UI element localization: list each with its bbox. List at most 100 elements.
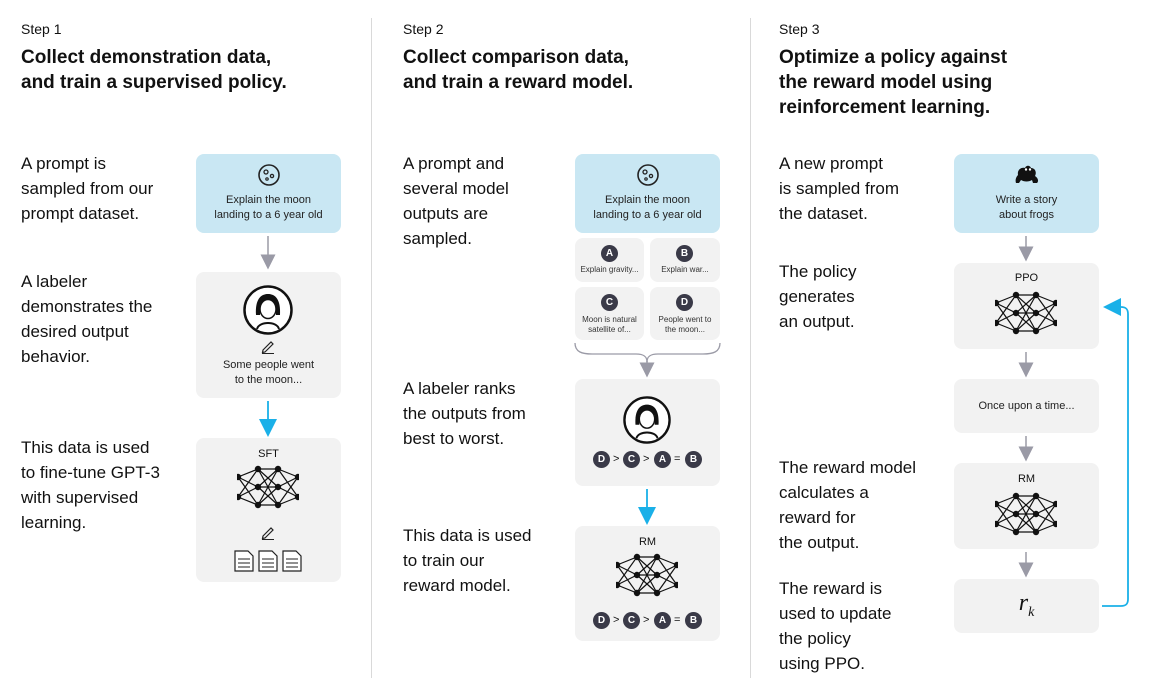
network-edge xyxy=(1035,503,1057,533)
network-edge xyxy=(616,574,638,586)
column-divider-1 xyxy=(371,18,372,678)
step3-desc-prompt: A new prompt is sampled from the dataset… xyxy=(779,154,899,223)
network-edge xyxy=(237,468,259,478)
network-edge xyxy=(995,495,1017,505)
step1-title-line2: and train a supervised policy. xyxy=(21,72,287,93)
network-edge xyxy=(636,556,658,576)
network-edge xyxy=(656,584,678,594)
network-edge xyxy=(1035,495,1057,525)
arrow-step3-reward-feedback xyxy=(1102,298,1129,607)
network-node xyxy=(274,465,282,473)
frog-icon xyxy=(1015,165,1039,183)
step2-desc-ranks: A labeler ranks the outputs from best to… xyxy=(403,379,526,448)
step1-desc-finetune: This data is used to fine-tune GPT-3 wit… xyxy=(21,438,160,532)
step3-desc-reward-model: The reward model calculates a reward for… xyxy=(779,458,917,552)
network-node xyxy=(1052,500,1057,508)
output-card-d: D People went to the moon... xyxy=(650,287,720,340)
step1-labeler-box: Some people went to the moon... xyxy=(196,272,341,398)
step2-title-line1: Collect comparison data, xyxy=(403,47,629,68)
column-divider-2 xyxy=(750,18,751,678)
step1-desc-labeler: A labeler demonstrates the desired outpu… xyxy=(21,272,153,366)
network-node xyxy=(1032,492,1040,500)
network-edge xyxy=(995,503,1017,533)
step3-title-line1: Optimize a policy against xyxy=(779,47,1008,68)
network-edge xyxy=(237,486,259,498)
step3-prompt-box: Write a story about frogs xyxy=(954,154,1099,233)
output-letter-d: D xyxy=(676,294,693,311)
step2-title: Collect comparison data, and train a rew… xyxy=(403,45,743,95)
network-edge xyxy=(1035,523,1057,533)
network-edge xyxy=(237,496,259,506)
network-edge xyxy=(1015,513,1037,533)
step2-title-line2: and train a reward model. xyxy=(403,72,634,93)
network-node xyxy=(1052,520,1057,528)
rank-a: A xyxy=(654,451,671,468)
network-node xyxy=(616,561,621,569)
network-node xyxy=(1012,492,1020,500)
network-node xyxy=(995,299,1000,307)
network-node xyxy=(995,520,1000,528)
rank-c: C xyxy=(623,451,640,468)
step3-title-line3: reinforcement learning. xyxy=(779,97,991,118)
rank-d: D xyxy=(593,612,610,629)
network-node xyxy=(1032,528,1040,536)
network-node xyxy=(1012,528,1020,536)
labeler-avatar-icon xyxy=(623,396,671,444)
step3-label: Step 3 xyxy=(779,21,820,37)
step3-title: Optimize a policy against the reward mod… xyxy=(779,45,1119,120)
network-edge xyxy=(656,564,678,576)
step3-desc-policy: The policy generates an output. xyxy=(779,262,857,331)
step2-label: Step 2 xyxy=(403,21,444,37)
network-node xyxy=(633,589,641,597)
network-node xyxy=(633,571,641,579)
network-edge xyxy=(1015,294,1037,314)
step2-model-label: RM xyxy=(638,536,657,548)
output-letter-c: C xyxy=(601,294,618,311)
step3-reward-box: rk xyxy=(954,579,1099,633)
step3-desc-update: The reward is used to update the policy … xyxy=(779,579,892,673)
network-node xyxy=(995,319,1000,327)
rank-c: C xyxy=(623,612,640,629)
step1-prompt-line1: Explain the moon xyxy=(226,194,311,206)
network-edge xyxy=(995,294,1017,324)
network-node xyxy=(274,501,282,509)
network-node xyxy=(1052,319,1057,327)
network-node xyxy=(1032,510,1040,518)
network-node xyxy=(1012,309,1020,317)
rank-b: B xyxy=(685,612,702,629)
rank-op: = xyxy=(674,614,681,626)
step3-output-text: Once upon a time... xyxy=(978,400,1075,412)
network-edge xyxy=(277,468,299,478)
step3-ppo-box: PPO xyxy=(954,263,1099,349)
rank-op: > xyxy=(613,614,620,626)
rank-a: A xyxy=(654,612,671,629)
step1-sft-box: SFT xyxy=(196,438,341,582)
rank-d: D xyxy=(593,451,610,468)
step2-ranking-box: D > C > A = B xyxy=(575,379,720,486)
ranking-row: D > C > A = B xyxy=(593,451,703,468)
step2-desc-sampled: A prompt and several model outputs are s… xyxy=(403,154,509,248)
step2-rm-box: RM D > C > A = B xyxy=(575,526,720,641)
network-node xyxy=(237,473,242,481)
network-edge xyxy=(1035,294,1057,324)
pencil-icon xyxy=(261,527,274,540)
network-node xyxy=(995,500,1000,508)
network-edge xyxy=(237,468,259,498)
network-node xyxy=(254,501,262,509)
step1-desc-prompt: A prompt is sampled from our prompt data… xyxy=(21,154,154,223)
network-edge xyxy=(1035,503,1057,515)
pencil-icon xyxy=(261,341,274,354)
network-node xyxy=(616,581,621,589)
network-edge xyxy=(636,574,658,594)
network-edge xyxy=(1035,302,1057,314)
network-edge xyxy=(237,476,259,506)
step3-prompt-line2: about frogs xyxy=(998,209,1055,221)
step2-desc-train: This data is used to train our reward mo… xyxy=(403,526,532,595)
step3-title-line2: the reward model using xyxy=(779,72,993,93)
neural-network-icon xyxy=(995,291,1057,335)
network-node xyxy=(254,465,262,473)
step1-demo-line1: Some people went xyxy=(222,359,315,371)
rank-op: > xyxy=(643,453,650,465)
rank-b: B xyxy=(685,451,702,468)
network-edge xyxy=(616,584,638,594)
